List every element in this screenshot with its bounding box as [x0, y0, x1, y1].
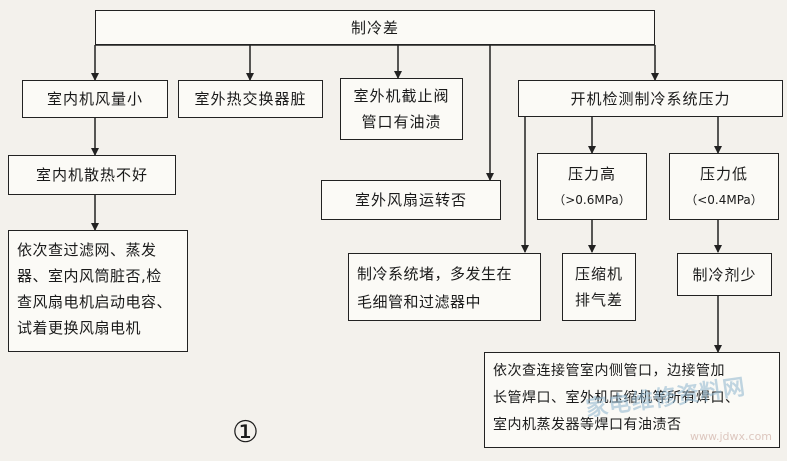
- node-compressor-exhaust: 压缩机 排气差: [562, 253, 636, 321]
- node-pressure-high: 压力高 （>0.6MPa）: [537, 153, 647, 220]
- node-root-label: 制冷差: [350, 18, 399, 37]
- arrowhead: [91, 223, 99, 231]
- watermark-url: www.jdwx.com: [690, 430, 773, 443]
- node-outdoor-fan-running: 室外风扇运转否: [321, 180, 501, 220]
- node-label: 室外热交换器脏: [194, 90, 307, 108]
- node-label-line: 依次查过滤网、蒸发: [17, 241, 157, 259]
- node-label-line: 压缩机: [574, 265, 623, 283]
- arrowhead: [651, 73, 659, 81]
- node-label-line: 压力低: [699, 164, 748, 183]
- node-label-line: 长管焊口、室外机压缩机等所有焊口、: [493, 390, 740, 406]
- node-root: 制冷差: [95, 10, 655, 45]
- node-label: 开机检测制冷系统压力: [570, 89, 731, 108]
- arrowhead: [588, 245, 596, 253]
- node-system-blocked: 制冷系统堵，多发生在 毛细管和过滤器中: [348, 253, 541, 321]
- node-label-line: （>0.6MPa）: [553, 192, 631, 207]
- node-label: 制冷剂少: [692, 265, 757, 284]
- node-label-line: 制冷系统堵，多发生在: [357, 265, 513, 283]
- node-label-line: 器、室内风筒脏否,检: [17, 267, 162, 285]
- arrowhead: [394, 71, 402, 79]
- node-outdoor-hx-dirty: 室外热交换器脏: [178, 80, 323, 118]
- node-label-line: （<0.4MPa）: [685, 192, 763, 207]
- node-check-filter: 依次查过滤网、蒸发 器、室内风筒脏否,检 查风扇电机启动电容、 试着更换风扇电机: [8, 230, 188, 352]
- node-label: 室外风扇运转否: [354, 191, 467, 209]
- arrowhead: [588, 146, 596, 154]
- arrowhead: [714, 146, 722, 154]
- arrowhead: [714, 245, 722, 253]
- node-indoor-airflow-low: 室内机风量小: [22, 80, 168, 118]
- node-outdoor-valve-oil: 室外机截止阀 管口有油渍: [340, 78, 463, 140]
- node-label-line: 依次查连接管室内侧管口，边接管加: [493, 363, 725, 379]
- node-label: 室内机风量小: [46, 90, 143, 108]
- arrowhead: [714, 345, 722, 353]
- node-indoor-poor-heat: 室内机散热不好: [8, 155, 176, 195]
- node-check-joints: 依次查连接管室内侧管口，边接管加 长管焊口、室外机压缩机等所有焊口、 室内机蒸发…: [484, 352, 780, 448]
- arrowhead: [486, 173, 494, 181]
- node-pressure-low: 压力低 （<0.4MPa）: [669, 153, 779, 220]
- arrowhead: [91, 73, 99, 81]
- arrowhead: [521, 245, 529, 253]
- node-label-line: 室内机蒸发器等焊口有油渍否: [493, 417, 682, 433]
- node-label-line: 试着更换风扇电机: [17, 319, 142, 337]
- node-label-line: 管口有油渍: [361, 113, 442, 131]
- node-label-line: 查风扇电机启动电容、: [17, 293, 173, 311]
- node-label-line: 毛细管和过滤器中: [357, 293, 482, 311]
- arrowhead: [246, 73, 254, 81]
- node-label-line: 压力高: [567, 164, 616, 183]
- node-refrigerant-low: 制冷剂少: [677, 253, 772, 296]
- node-label-line: 排气差: [574, 291, 623, 309]
- node-check-pressure: 开机检测制冷系统压力: [518, 80, 783, 117]
- node-label-line: 室外机截止阀: [353, 87, 450, 105]
- figure-number: ①: [232, 415, 259, 450]
- arrowhead: [91, 148, 99, 156]
- node-label: 室内机散热不好: [35, 166, 148, 184]
